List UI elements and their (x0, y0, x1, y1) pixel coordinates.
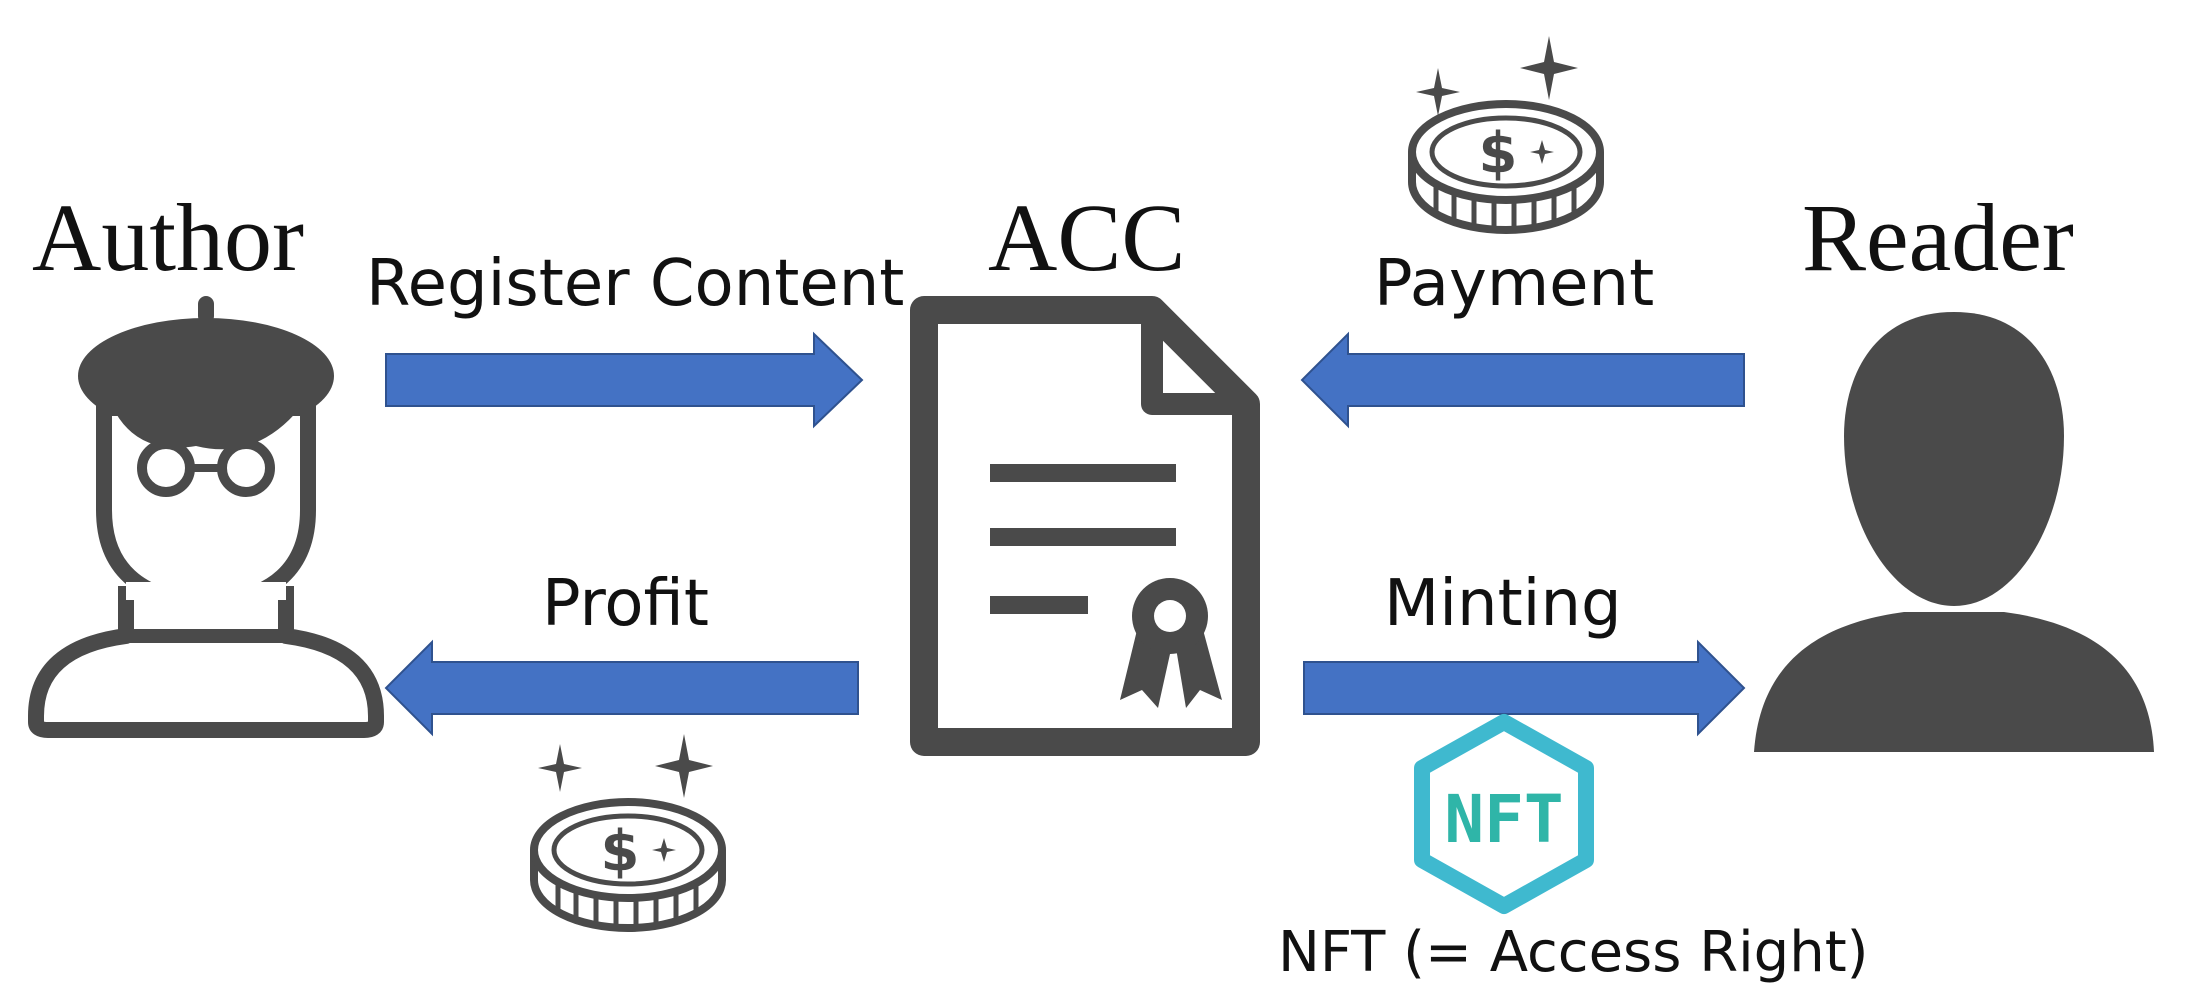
arrow-left-icon (384, 639, 859, 737)
document-certificate-icon (910, 296, 1260, 756)
arrow-left-icon (1300, 331, 1745, 429)
svg-text:$: $ (1479, 121, 1518, 186)
coin-icon: $ (530, 734, 726, 932)
author-title: Author (32, 184, 304, 291)
nft-logo-icon: NFT (1414, 714, 1594, 914)
author-icon (28, 296, 384, 738)
reader-icon (1754, 312, 2154, 752)
arrow-right-icon (1303, 639, 1746, 737)
svg-text:$: $ (601, 819, 640, 884)
profit-arrow (384, 639, 859, 737)
arrow-right-icon (385, 331, 864, 429)
minting-label: Minting (1384, 567, 1622, 641)
payment-arrow (1300, 331, 1745, 429)
nft-logo-text: NFT (1444, 781, 1563, 858)
nft-caption: NFT (= Access Right) (1278, 920, 1869, 985)
register-content-label: Register Content (366, 247, 905, 321)
profit-label: Profit (542, 567, 709, 641)
register-content-arrow (385, 331, 864, 429)
reader-title: Reader (1802, 184, 2074, 291)
minting-arrow (1303, 639, 1746, 737)
coin-icon: $ (1408, 36, 1604, 234)
payment-label: Payment (1374, 247, 1655, 321)
acc-title: ACC (988, 184, 1186, 291)
